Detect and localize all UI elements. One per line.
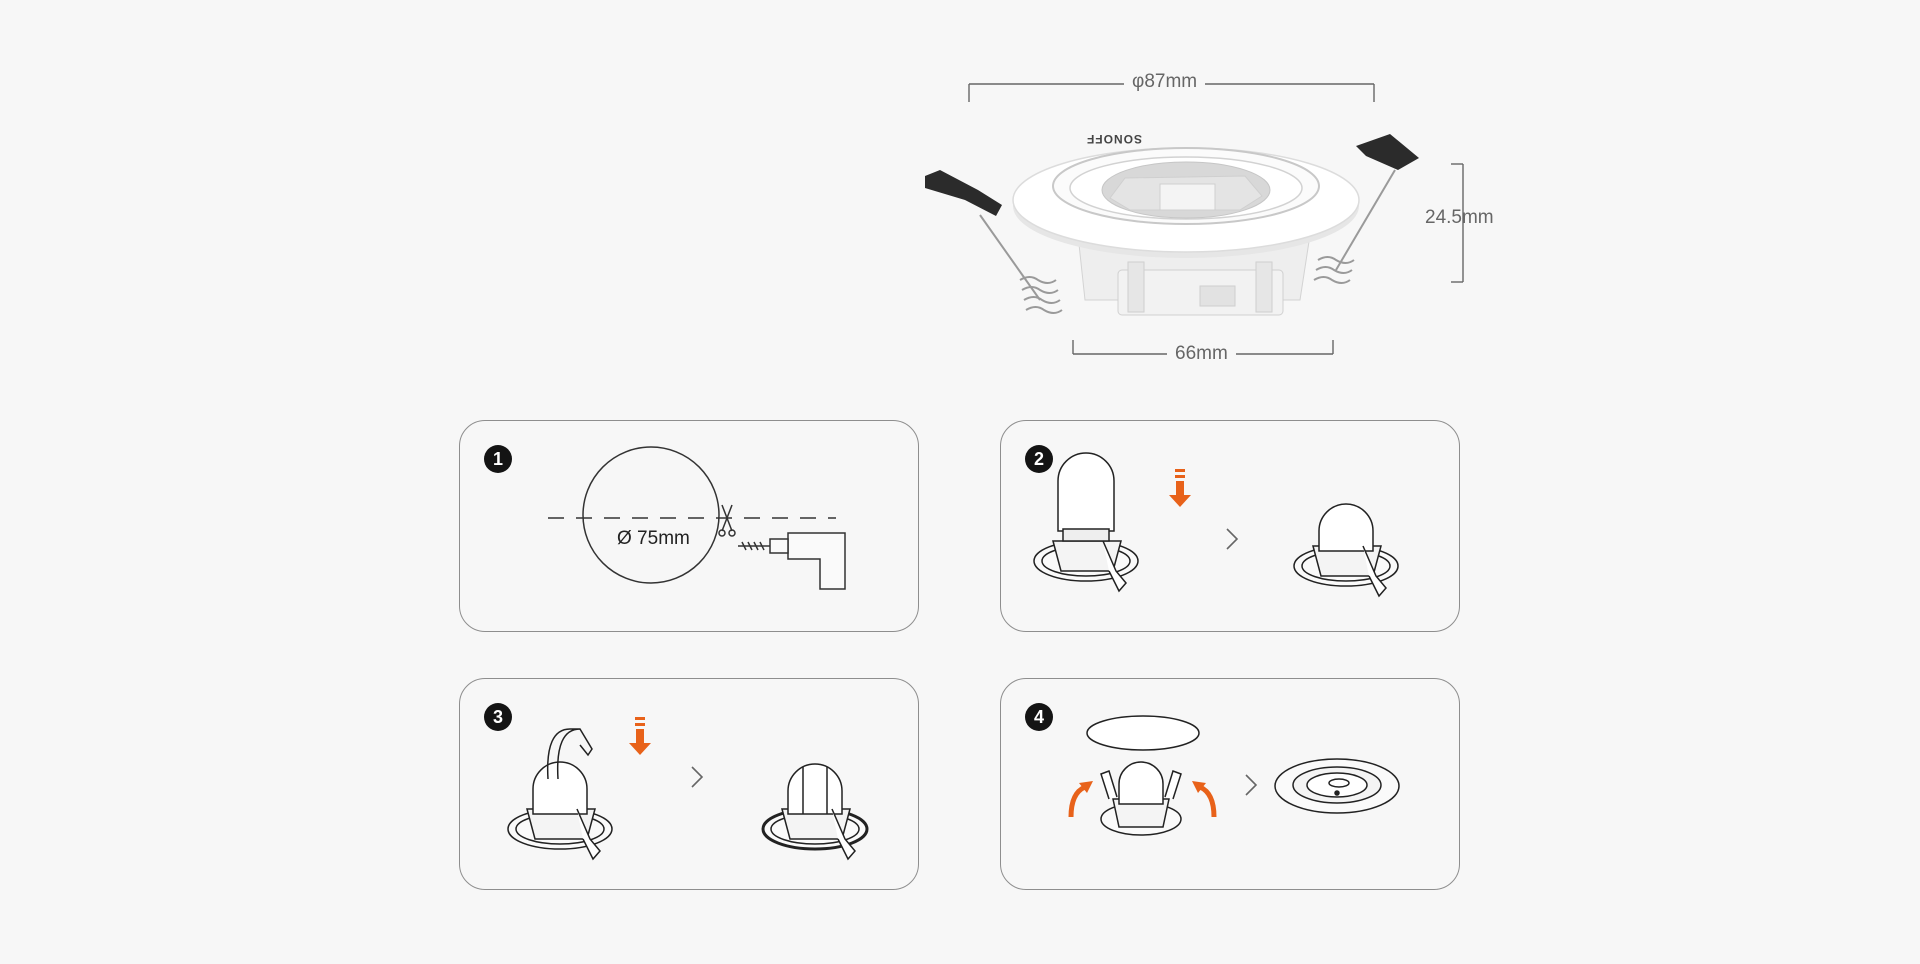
base-width-label: 66mm	[1167, 343, 1236, 365]
fixture-with-clip-before	[507, 728, 613, 861]
step-2-illustration	[1033, 452, 1399, 598]
left-clip	[925, 170, 1002, 216]
scissors-icon	[718, 504, 736, 537]
step-3-badge: 3	[484, 703, 512, 731]
step-1-badge: 1	[484, 445, 512, 473]
downlight-fixture: SONOFF	[925, 132, 1419, 316]
fixture-with-bulb-after	[1293, 503, 1399, 598]
down-arrow-icon	[629, 717, 651, 755]
step-1-panel: 1 Ø 75mm	[459, 420, 919, 632]
down-arrow-icon	[1169, 469, 1191, 507]
step-4-illustration	[1068, 715, 1400, 836]
brand-mark: SONOFF	[1086, 132, 1142, 146]
product-dimension-drawing: SONOFF	[925, 83, 1464, 355]
step-1-illustration: Ø 75mm	[548, 446, 846, 590]
step-3-illustration	[507, 717, 869, 861]
diameter-label: φ87mm	[1124, 71, 1206, 93]
hole-diameter-label: Ø 75mm	[617, 528, 690, 549]
chevron-right-icon	[1245, 774, 1258, 796]
right-spring	[1313, 169, 1396, 284]
step-4-panel: 4	[1000, 678, 1460, 890]
drill-icon	[738, 532, 846, 590]
chevron-right-icon	[691, 766, 704, 788]
fixture-with-clip-after	[761, 763, 869, 861]
installed-fixture	[1274, 758, 1400, 814]
right-clip	[1356, 134, 1419, 170]
ceiling-hole-outline	[1086, 715, 1200, 751]
chevron-right-icon	[1226, 528, 1239, 550]
step-4-badge: 4	[1025, 703, 1053, 731]
curved-up-arrow-icon	[1068, 784, 1217, 818]
fixture-clips-open	[1100, 761, 1182, 836]
fixture-with-bulb-before	[1033, 452, 1139, 593]
left-spring	[979, 214, 1063, 314]
height-dimension-line	[1451, 163, 1464, 283]
step-3-panel: 3	[459, 678, 919, 890]
step-2-badge: 2	[1025, 445, 1053, 473]
height-label: 24.5mm	[1425, 207, 1494, 228]
step-2-panel: 2	[1000, 420, 1460, 632]
